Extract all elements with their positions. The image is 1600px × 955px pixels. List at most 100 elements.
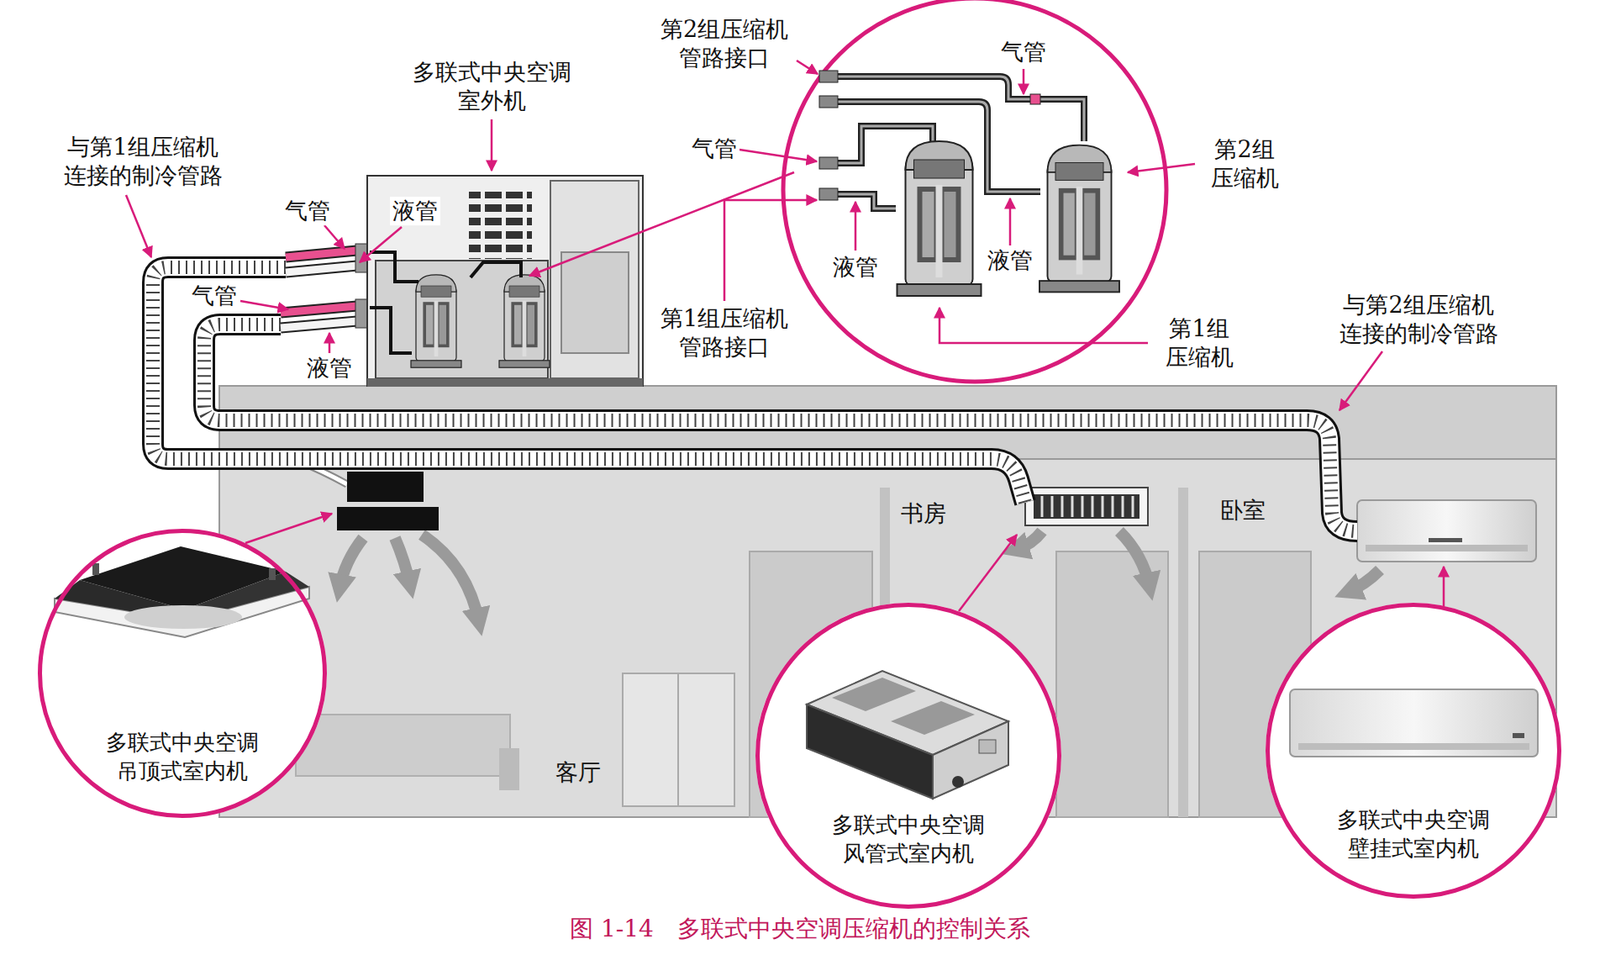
leader-line <box>739 149 817 162</box>
room-label: 客厅 <box>552 757 604 787</box>
room-label: 书房 <box>898 499 949 528</box>
part-label: 第2组压缩机 管路接口 <box>657 15 791 73</box>
cassette-closeup <box>37 528 327 818</box>
magnified-compressors <box>819 95 838 108</box>
cassette-closeup <box>92 563 100 575</box>
indoor-unit-circle: 多联式中央空调 风管式室内机 <box>755 602 1062 909</box>
part-label: 气管 <box>189 281 240 311</box>
duct-unit <box>1033 494 1140 519</box>
magnified-compressors <box>1039 145 1120 293</box>
wall-closeup <box>1298 742 1530 750</box>
airflow-arrow <box>394 537 411 585</box>
duct-closeup <box>755 602 1062 909</box>
part-label: 第1组 压缩机 <box>1163 314 1237 372</box>
unit-name: 多联式中央空调 风管式室内机 <box>831 810 985 869</box>
wall-unit <box>1357 500 1537 562</box>
building <box>499 747 520 790</box>
duct-unit <box>1025 487 1148 526</box>
port-tube <box>285 250 358 258</box>
leader-line <box>958 534 1017 611</box>
leader-line <box>328 332 332 353</box>
outdoor-unit <box>367 378 643 387</box>
leader-line <box>126 60 1444 611</box>
room-label: 卧室 <box>1217 495 1269 525</box>
magnified-compressors <box>1030 94 1041 105</box>
building <box>295 714 511 776</box>
leader-line <box>1442 566 1446 606</box>
part-label: 第2组 压缩机 <box>1208 135 1282 193</box>
magnified-compressors <box>819 157 838 169</box>
part-label: 液管 <box>389 196 441 226</box>
outdoor-unit <box>550 180 639 379</box>
part-label: 多联式中央空调 室外机 <box>410 57 574 116</box>
part-label: 第1组压缩机 管路接口 <box>657 304 791 362</box>
port-tube <box>280 305 358 313</box>
cassette-closeup <box>124 605 243 629</box>
outdoor-unit <box>410 274 462 368</box>
building <box>1056 551 1169 817</box>
port-tube <box>285 250 358 258</box>
magnified-compressors <box>836 76 1085 142</box>
port-tube <box>280 305 358 313</box>
cassette-unit <box>347 471 424 502</box>
cassette-closeup <box>37 528 327 818</box>
magnified-compressors <box>836 194 896 209</box>
cassette-closeup <box>268 568 276 580</box>
figure-caption: 图 1-14 多联式中央空调压缩机的控制关系 <box>0 912 1600 945</box>
leader-line <box>126 194 152 258</box>
leader-line <box>245 513 332 543</box>
leader-line <box>240 300 289 310</box>
part-label: 与第2组压缩机 连接的制冷管路 <box>1336 290 1501 348</box>
leader-line <box>1339 351 1383 411</box>
part-label: 与第1组压缩机 连接的制冷管路 <box>61 132 226 190</box>
leader-line <box>490 119 494 171</box>
outdoor-unit <box>468 191 532 259</box>
duct-closeup <box>978 739 996 753</box>
leader-line <box>1127 163 1195 173</box>
indoor-unit-circle: 多联式中央空调 吊顶式室内机 <box>37 528 327 818</box>
outdoor-unit <box>499 274 550 368</box>
magnified-compressors <box>783 0 1167 382</box>
outdoor-unit <box>369 252 522 353</box>
port-tube <box>285 265 358 273</box>
airflow-arrow <box>339 537 364 589</box>
airflow-arrow <box>421 534 479 622</box>
leader-line <box>359 226 402 263</box>
duct-unit <box>1025 487 1148 526</box>
outdoor-unit <box>367 175 643 387</box>
duct-closeup <box>952 775 964 788</box>
wall-closeup <box>1265 602 1562 899</box>
magnified-compressors <box>819 188 838 200</box>
part-label: 液管 <box>304 353 355 383</box>
duct-unit <box>1042 495 1133 517</box>
indoor-unit-circle: 多联式中央空调 壁挂式室内机 <box>1265 602 1562 899</box>
magnified-compressors <box>897 141 982 296</box>
outdoor-unit <box>561 252 629 353</box>
duct-closeup <box>831 677 916 711</box>
part-label: 气管 <box>282 196 333 226</box>
outdoor-unit <box>367 175 643 386</box>
duct-closeup <box>755 602 1062 909</box>
cassette-unit <box>336 506 439 531</box>
duct-closeup <box>932 721 1009 799</box>
part-label: 液管 <box>984 246 1036 275</box>
port-tube <box>280 243 369 328</box>
port-tube <box>285 265 358 273</box>
building <box>622 673 735 806</box>
port-tube <box>280 321 358 328</box>
magnified-compressors <box>783 0 1167 382</box>
leader-line <box>324 225 345 249</box>
magnified-compressors <box>819 70 838 83</box>
wall-closeup <box>1289 689 1538 757</box>
leader-line <box>1009 198 1012 246</box>
refrigerant-pipe <box>152 267 1358 532</box>
wall-unit <box>1365 544 1528 552</box>
unit-name: 多联式中央空调 壁挂式室内机 <box>1336 805 1490 864</box>
leader-line <box>529 172 795 276</box>
unit-name: 多联式中央空调 吊顶式室内机 <box>105 728 259 786</box>
wall-closeup <box>1512 732 1525 738</box>
part-label: 液管 <box>830 252 881 282</box>
building <box>1178 487 1189 817</box>
magnified-compressors <box>836 76 1085 142</box>
